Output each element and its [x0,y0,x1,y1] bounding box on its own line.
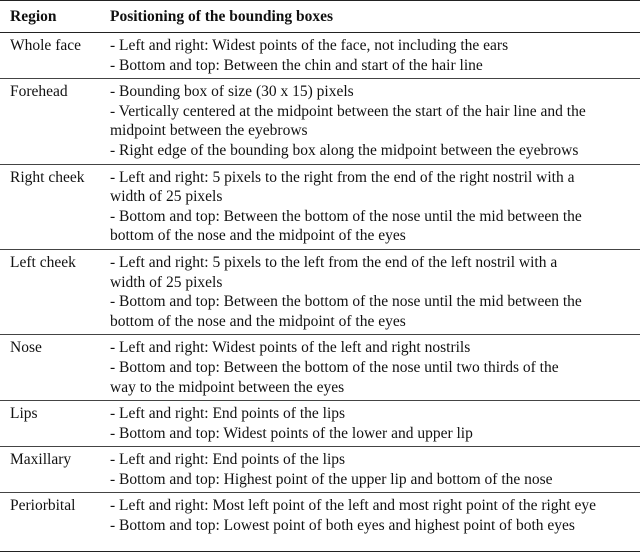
header-positioning: Positioning of the bounding boxes [110,8,334,25]
region-cell: Whole face [10,37,81,54]
table-row: Lips - Left and right: End points of the … [0,400,640,446]
region-cell: Forehead [10,83,68,101]
region-cell: Right cheek [10,168,85,186]
positioning-line: bottom of the nose and the midpoint of t… [110,312,406,330]
positioning-cell: - Left and right: Most left point of the… [100,493,640,538]
table-row: Forehead - Bounding box of size (30 x 15)… [0,78,640,163]
region-cell: Left cheek [10,253,76,271]
positioning-cell: - Left and right: Widest points of the f… [100,33,640,78]
positioning-line: midpoint between the eyebrows [110,122,308,140]
positioning-line: width of 25 pixels [110,273,223,291]
positioning-cell: - Left and right: End points of the lips… [100,447,640,492]
positioning-line: - Bottom and top: Widest points of the l… [110,424,473,442]
table-row: Nose - Left and right: Widest points of t… [0,334,640,400]
table-body: Whole face - Left and right: Widest point… [0,33,640,539]
positioning-line: - Bottom and top: Lowest point of both e… [110,517,575,535]
positioning-line: - Left and right: Widest points of the f… [110,37,509,54]
table-header-row: Region Positioning of the bounding boxes [0,1,640,33]
positioning-line: - Bottom and top: Between the chin and s… [110,56,483,74]
positioning-cell: - Left and right: 5 pixels to the right … [100,165,640,249]
region-cell: Periorbital [10,497,76,515]
positioning-line: - Bottom and top: Between the bottom of … [110,358,559,376]
table-row: Periorbital - Left and right: Most left p… [0,492,640,538]
positioning-line: width of 25 pixels [110,188,223,206]
positioning-cell: - Bounding box of size (30 x 15) pixels-… [100,79,640,163]
positioning-line: - Left and right: End points of the lips [110,451,346,469]
positioning-line: bottom of the nose and the midpoint of t… [110,227,406,245]
positioning-line: way to the midpoint between the eyes [110,378,345,396]
positioning-line: - Bottom and top: Between the bottom of … [110,293,582,311]
positioning-line: - Bottom and top: Between the bottom of … [110,207,582,225]
positioning-line: - Left and right: 5 pixels to the left f… [110,253,558,271]
header-region: Region [10,8,57,25]
positioning-line: - Vertically centered at the midpoint be… [110,102,586,120]
region-cell: Maxillary [10,451,72,469]
positioning-line: - Left and right: End points of the lips [110,405,346,423]
positioning-line: - Bounding box of size (30 x 15) pixels [110,83,354,101]
table-row: Right cheek - Left and right: 5 pixels to… [0,163,640,249]
positioning-cell: - Left and right: 5 pixels to the left f… [100,250,640,334]
table-row: Whole face - Left and right: Widest point… [0,33,640,78]
region-cell: Lips [10,405,38,423]
positioning-line: - Bottom and top: Highest point of the u… [110,470,553,488]
positioning-line: - Left and right: 5 pixels to the right … [110,168,575,186]
table-row: Maxillary - Left and right: End points of… [0,446,640,492]
region-cell: Nose [10,339,42,357]
positioning-line: - Right edge of the bounding box along t… [110,141,579,159]
positioning-cell: - Left and right: End points of the lips… [100,401,640,446]
positioning-line: - Left and right: Most left point of the… [110,497,596,515]
table-row: Left cheek - Left and right: 5 pixels to … [0,248,640,334]
positioning-cell: - Left and right: Widest points of the l… [100,335,640,400]
positioning-line: - Left and right: Widest points of the l… [110,339,471,357]
